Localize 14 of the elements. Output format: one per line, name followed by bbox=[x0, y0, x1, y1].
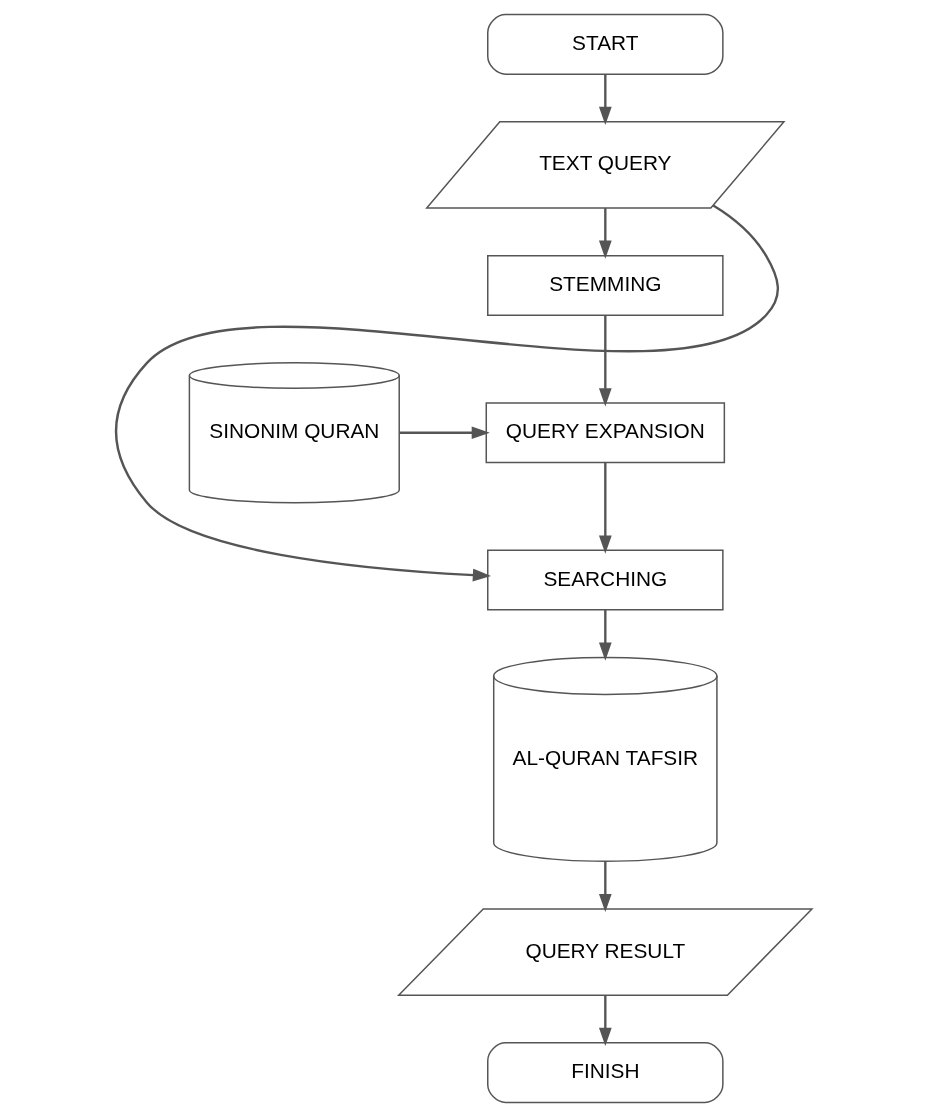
arrow bbox=[598, 74, 612, 126]
arrow bbox=[598, 861, 612, 913]
arrow bbox=[598, 609, 612, 661]
node-box: SEARCHING bbox=[487, 549, 724, 611]
node-box: START bbox=[487, 13, 724, 75]
node-box: FINISH bbox=[487, 1042, 724, 1104]
arrow bbox=[598, 995, 612, 1046]
arrow bbox=[598, 208, 612, 259]
node-box: STEMMING bbox=[487, 254, 724, 316]
arrow bbox=[598, 315, 612, 407]
arrow bbox=[598, 462, 612, 554]
arrow bbox=[399, 426, 490, 440]
node-box: QUERY EXPANSION bbox=[485, 402, 726, 464]
arrow bbox=[115, 204, 779, 582]
